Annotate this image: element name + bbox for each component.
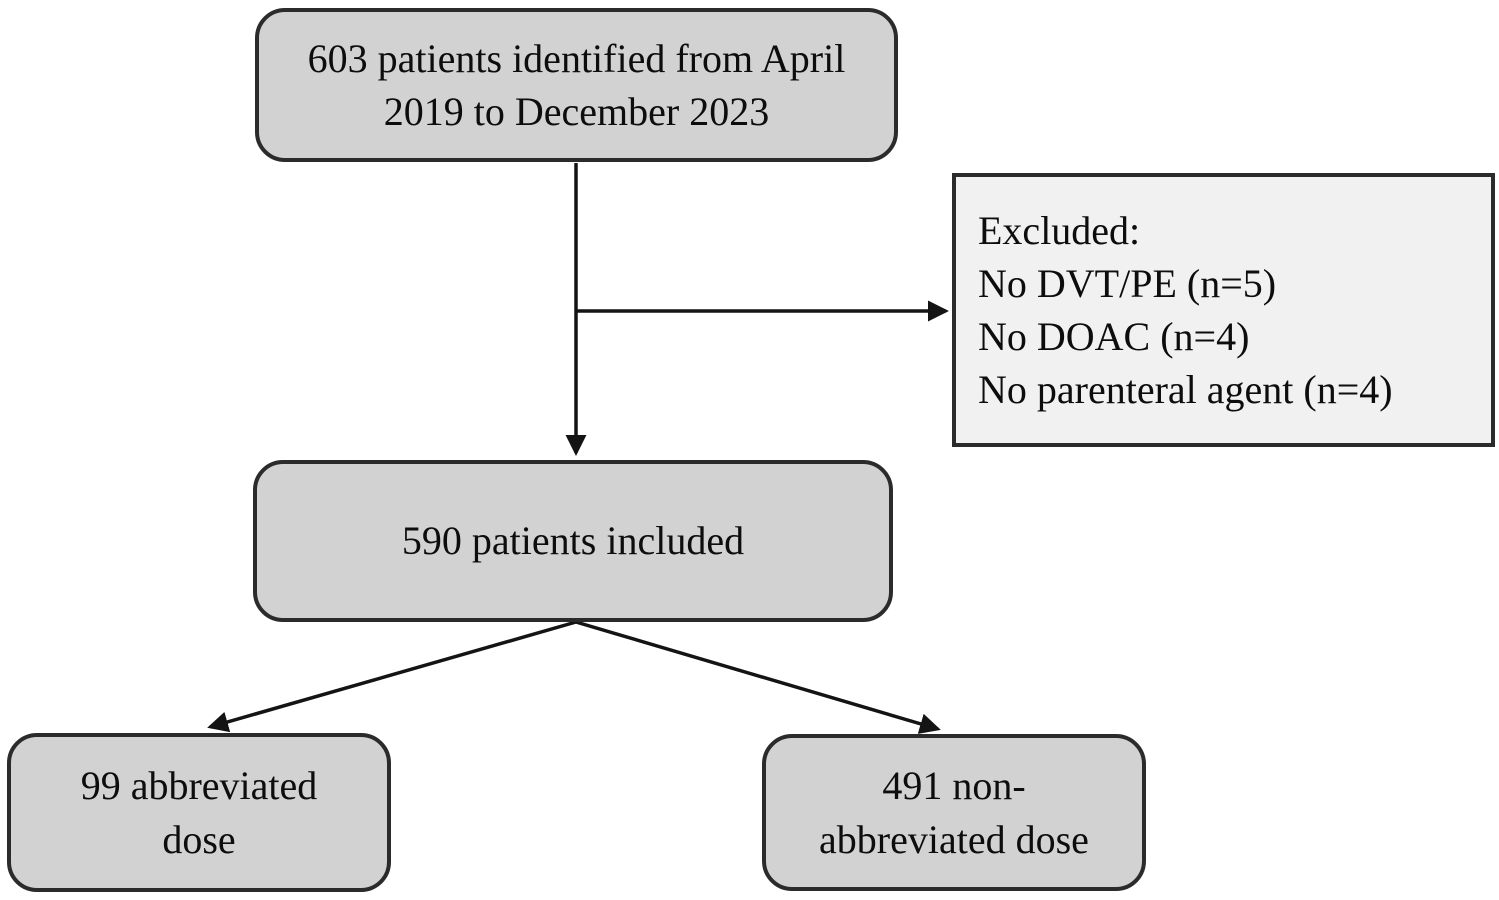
node-abbreviated-line2: dose [162,816,236,862]
connector-included-to-nonabbreviated [575,620,941,734]
connector-included-to-abbreviated [207,620,577,733]
node-excluded-heading: Excluded: [978,207,1141,253]
node-included-line1: 590 patients included [401,518,745,564]
node-non-abbreviated-dose: 491 non- abbreviated dose [762,734,1146,891]
node-abbreviated-line1: 99 abbreviated [80,763,318,809]
node-identified-line2: 2019 to December 2023 [383,89,770,134]
node-excluded-reason-doac: No DOAC (n=4) [978,314,1250,359]
node-excluded-patients: Excluded: No DVT/PE (n=5) No DOAC (n=4) … [952,173,1495,447]
node-excluded-reason-parenteral: No parenteral agent (n=4) [978,367,1393,413]
node-included-patients: 590 patients included [253,460,893,622]
node-excluded-reason-dvtpe: No DVT/PE (n=5) [978,260,1277,306]
node-identified-patients: 603 patients identified from April 2019 … [255,8,898,162]
node-identified-line1: 603 patients identified from April [307,35,846,81]
node-abbreviated-dose: 99 abbreviated dose [7,733,391,892]
node-non-abbreviated-line2: abbreviated dose [819,816,1089,862]
node-non-abbreviated-line1: 491 non- [882,763,1026,809]
